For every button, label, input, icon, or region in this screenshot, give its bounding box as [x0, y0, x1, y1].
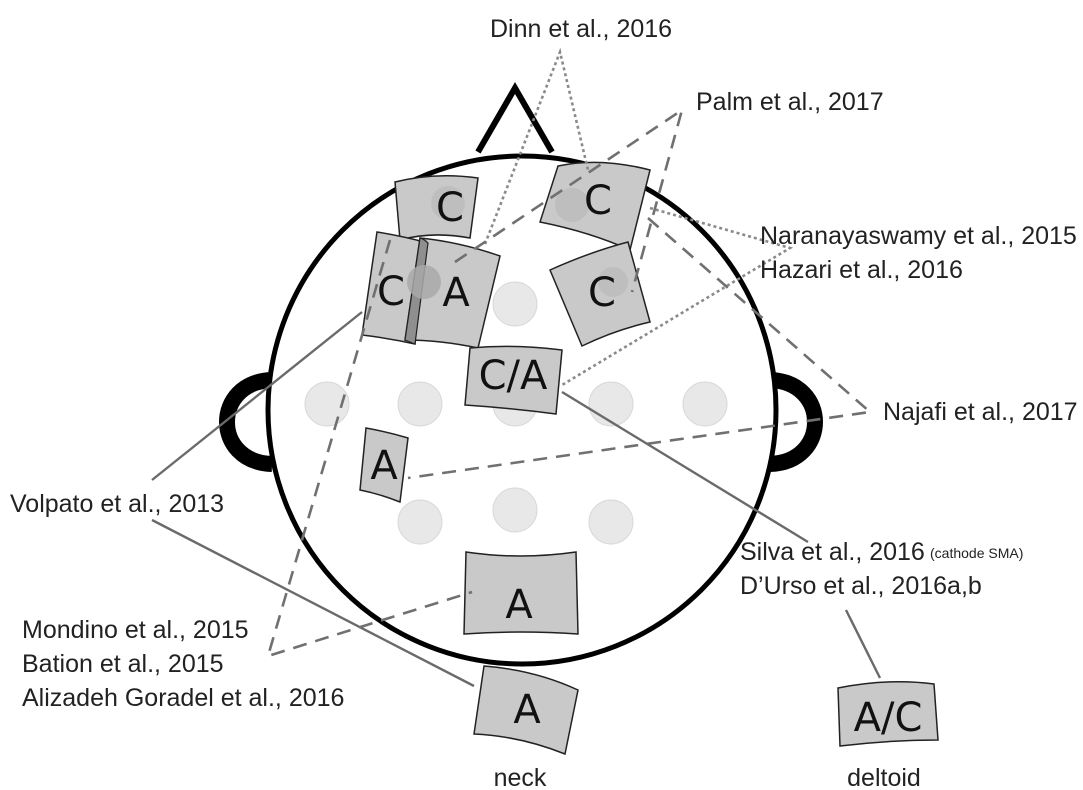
citation-naranayaswamy: Naranayaswamy et al., 2015 [760, 222, 1077, 250]
electrode [588, 499, 634, 545]
electrode [304, 381, 350, 427]
pad-a-bottom: A [463, 551, 579, 635]
pad-c-top-left: C [394, 175, 479, 241]
pad-ca-center: C/A [464, 345, 563, 415]
electrode [588, 381, 634, 427]
electrode [492, 487, 538, 533]
citation-durso: D’Urso et al., 2016a,b [740, 572, 982, 600]
electrode [397, 381, 443, 427]
connector-naranayaswamy [561, 206, 794, 387]
citation-najafi: Najafi et al., 2017 [883, 398, 1078, 426]
citation-dinn: Dinn et al., 2016 [490, 15, 672, 43]
pad-label: A [513, 687, 541, 733]
citation-bation: Bation et al., 2015 [22, 650, 224, 678]
citation-mondino: Mondino et al., 2015 [22, 616, 249, 644]
pad-label: A/C [854, 695, 923, 741]
connector-silva [561, 390, 809, 544]
connector-volpato-neck [151, 518, 475, 688]
pad-a-neck: A [473, 665, 579, 756]
right-ear [769, 372, 823, 472]
citation-silva: Silva et al., 2016 [740, 538, 925, 566]
connector-durso-deltoid [844, 609, 882, 679]
connector-najafi [407, 217, 873, 480]
site-label-deltoid: deltoid [847, 764, 921, 790]
connector-mondino [266, 239, 473, 658]
pad-ac-deltoid: A/C [837, 681, 939, 747]
electrode [397, 499, 443, 545]
pad-label: C [436, 185, 464, 231]
connector-dinn [483, 47, 590, 245]
pad-label: A [370, 443, 398, 489]
citation-alizadeh: Alizadeh Goradel et al., 2016 [22, 684, 344, 712]
connector-volpato [151, 311, 363, 481]
pad-label: A [505, 582, 533, 628]
electrode [682, 381, 728, 427]
pad-label: C [377, 269, 405, 315]
site-label-neck: neck [494, 764, 547, 790]
pad-label: A [442, 270, 470, 316]
pad-label: C [588, 270, 616, 316]
citation-silva-note: (cathode SMA) [930, 545, 1023, 561]
pad-c-right: C [549, 241, 651, 348]
pad-c-top-right: C [539, 161, 651, 252]
nose [475, 82, 555, 154]
left-ear [219, 372, 273, 472]
connector-palm [454, 106, 685, 293]
pad-a-left: A [404, 237, 501, 349]
citation-volpato: Volpato et al., 2013 [10, 490, 224, 518]
pad-a-left-small: A [359, 427, 409, 504]
pad-label: C [584, 178, 612, 224]
pad-label: C/A [479, 353, 548, 399]
citation-hazari: Hazari et al., 2016 [760, 256, 963, 284]
electrode [492, 281, 538, 327]
citation-palm: Palm et al., 2017 [696, 88, 884, 116]
